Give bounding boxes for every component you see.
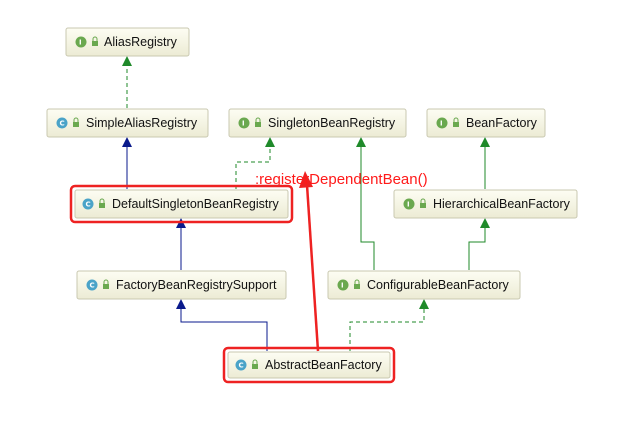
interface-badge-letter: I <box>242 120 245 128</box>
lock-icon <box>99 198 105 208</box>
lock-icon <box>453 117 459 127</box>
edge-factorybeansupport-extends-defaultsingleton <box>176 218 186 270</box>
node-factory-bean-registry-support[interactable]: C FactoryBeanRegistrySupport <box>76 270 287 300</box>
node-default-singleton-bean-registry[interactable]: C DefaultSingletonBeanRegistry <box>69 184 294 224</box>
edge-defaultsingleton-implements-singletonregistry <box>235 137 275 189</box>
highlight-frame <box>69 184 294 224</box>
class-badge-letter: C <box>90 282 95 290</box>
class-badge-icon <box>56 117 68 129</box>
node-configurable-bean-factory[interactable]: I ConfigurableBeanFactory <box>327 270 521 300</box>
lock-icon <box>354 279 360 289</box>
lock-icon <box>92 36 98 46</box>
node-alias-registry[interactable]: I AliasRegistry <box>65 27 190 57</box>
node-label: SimpleAliasRegistry <box>86 116 198 130</box>
edge-abstractbeanfactory-extends-factorybeansupport <box>176 299 268 351</box>
lock-icon <box>420 198 426 208</box>
edge-simplealiasregistry-implements-aliasregistry <box>122 56 132 108</box>
edge-hierarchical-extends-beanfactory <box>480 137 490 189</box>
edge-abstractbeanfactory-implements-configurable <box>349 299 429 351</box>
node-simple-alias-registry[interactable]: C SimpleAliasRegistry <box>46 108 209 138</box>
node-label: ConfigurableBeanFactory <box>367 278 509 292</box>
node-label: AliasRegistry <box>104 35 178 49</box>
interface-badge-letter: I <box>407 201 410 209</box>
edge-configurable-extends-singletonregistry <box>356 137 375 270</box>
node-bean-factory[interactable]: I BeanFactory <box>426 108 546 138</box>
interface-badge-icon <box>75 36 87 48</box>
node-label: AbstractBeanFactory <box>265 358 382 372</box>
lock-icon <box>103 279 109 289</box>
class-badge-letter: C <box>239 362 244 370</box>
class-badge-letter: C <box>86 201 91 209</box>
highlight-frame <box>222 346 396 384</box>
class-badge-icon <box>235 359 247 371</box>
node-label: BeanFactory <box>466 116 538 130</box>
interface-badge-icon <box>238 117 250 129</box>
node-abstract-bean-factory[interactable]: C AbstractBeanFactory <box>222 346 396 384</box>
interface-badge-icon <box>403 198 415 210</box>
node-label: DefaultSingletonBeanRegistry <box>112 197 280 211</box>
interface-badge-letter: I <box>440 120 443 128</box>
edge-configurable-extends-hierarchical <box>468 218 490 270</box>
class-badge-icon <box>86 279 98 291</box>
interface-badge-letter: I <box>79 39 82 47</box>
node-label: HierarchicalBeanFactory <box>433 197 571 211</box>
lock-icon <box>255 117 261 127</box>
interface-badge-icon <box>436 117 448 129</box>
node-label: FactoryBeanRegistrySupport <box>116 278 277 292</box>
node-label: SingletonBeanRegistry <box>268 116 396 130</box>
lock-icon <box>252 359 258 369</box>
annotation-arrow <box>299 171 320 352</box>
node-hierarchical-bean-factory[interactable]: I HierarchicalBeanFactory <box>393 189 578 219</box>
annotation-label: :registerDependentBean() <box>255 171 428 188</box>
lock-icon <box>73 117 79 127</box>
node-singleton-bean-registry[interactable]: I SingletonBeanRegistry <box>228 108 407 138</box>
class-badge-icon <box>82 198 94 210</box>
interface-badge-icon <box>337 279 349 291</box>
interface-badge-letter: I <box>341 282 344 290</box>
edge-defaultsingleton-extends-simplealias <box>122 137 132 189</box>
class-badge-letter: C <box>60 120 65 128</box>
